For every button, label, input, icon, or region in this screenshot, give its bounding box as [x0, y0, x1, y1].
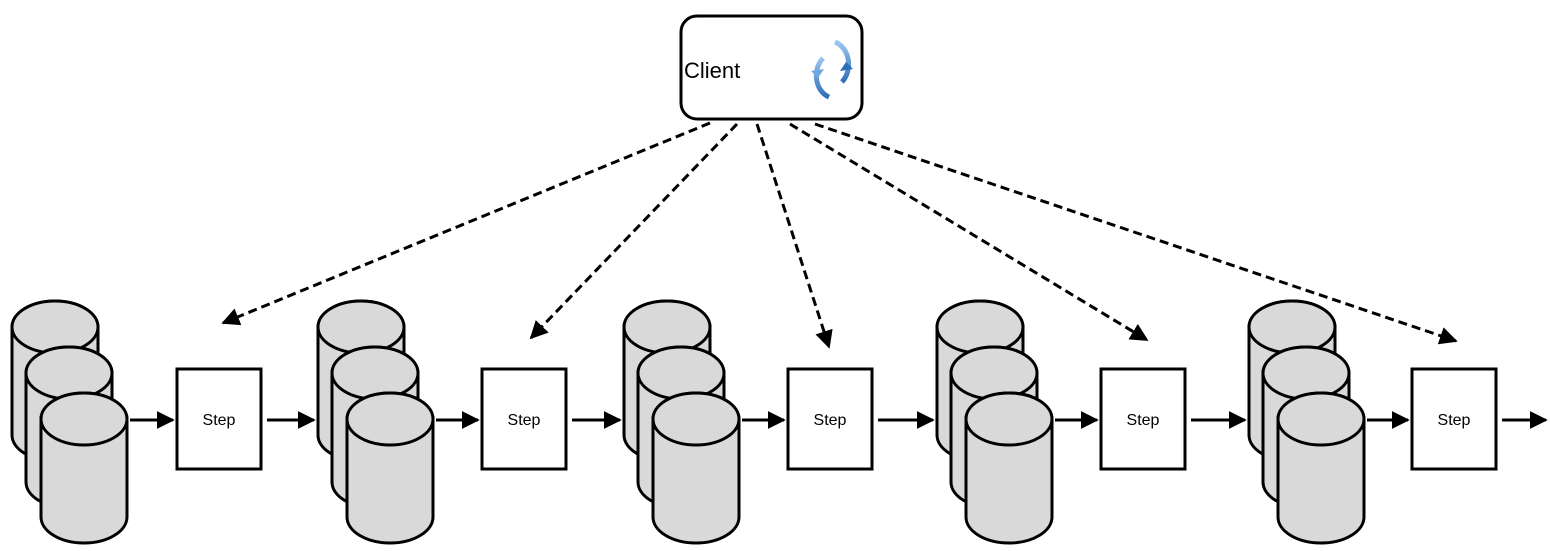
step-label: Step — [814, 412, 847, 429]
step-label: Step — [1438, 412, 1471, 429]
stage-1: Step — [10, 299, 316, 545]
stage-5: Step — [1247, 299, 1548, 545]
step-label: Step — [1127, 412, 1160, 429]
stage-3: Step — [622, 299, 935, 545]
data-store-cylinder — [39, 391, 129, 545]
client-node: Client — [679, 14, 864, 121]
stage-4: Step — [935, 299, 1247, 545]
step-box: Step — [1410, 367, 1498, 471]
data-store-cylinder — [345, 391, 435, 545]
step-box: Step — [1099, 367, 1187, 471]
refresh-cycle-icon — [811, 39, 853, 100]
data-store-cylinder — [651, 391, 741, 545]
stage-2: Step — [316, 299, 622, 545]
client-to-step-arrow — [529, 122, 739, 340]
step-label: Step — [508, 412, 541, 429]
step-label: Step — [203, 412, 236, 429]
data-store-cylinder — [964, 391, 1054, 545]
pipeline-stages: Step Step Step Step Step — [10, 299, 1548, 545]
client-label: Client — [684, 58, 740, 83]
client-connections — [221, 121, 1458, 349]
step-box: Step — [175, 367, 263, 471]
client-to-step-arrow — [221, 121, 711, 326]
client-to-step-arrow — [814, 122, 1458, 345]
client-to-step-arrow — [755, 123, 833, 349]
step-box: Step — [480, 367, 568, 471]
data-store-cylinder — [1276, 391, 1366, 545]
step-box: Step — [786, 367, 874, 471]
